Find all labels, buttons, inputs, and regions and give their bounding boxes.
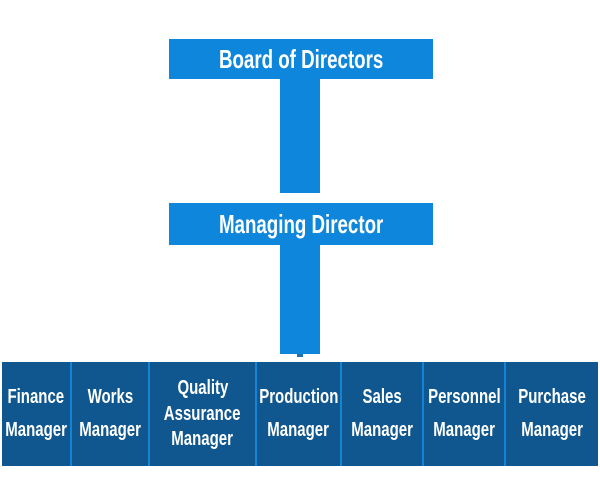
manager-label-line: Assurance bbox=[164, 402, 241, 425]
manager-label-line: Manager bbox=[267, 419, 330, 442]
manager-label-line: Manager bbox=[5, 419, 67, 442]
manager-label-line: Finance bbox=[7, 385, 65, 408]
manager-label-line: Personnel bbox=[427, 385, 501, 408]
manager-label-line: Manager bbox=[171, 427, 234, 450]
board-of-directors-label: Board of Directors bbox=[218, 44, 384, 74]
manager-label-line: Manager bbox=[433, 419, 495, 442]
manager-label-line: Purchase bbox=[518, 385, 586, 408]
connector-board-to-managing-director bbox=[280, 79, 320, 193]
manager-label-line: Manager bbox=[521, 419, 583, 442]
manager-label-line: Works bbox=[87, 385, 133, 408]
manager-label-line: Sales bbox=[362, 385, 402, 408]
manager-label-line: Quality bbox=[177, 377, 228, 400]
managing-director-box: Managing Director bbox=[169, 203, 433, 245]
manager-label-line: Manager bbox=[79, 419, 141, 442]
connector-arrow-tip bbox=[297, 354, 303, 357]
board-of-directors-box: Board of Directors bbox=[169, 39, 433, 79]
connector-managing-director-to-managers bbox=[280, 245, 320, 354]
manager-label-line: Manager bbox=[351, 419, 413, 442]
managing-director-label: Managing Director bbox=[218, 209, 384, 239]
manager-label-line: Production bbox=[258, 385, 339, 408]
